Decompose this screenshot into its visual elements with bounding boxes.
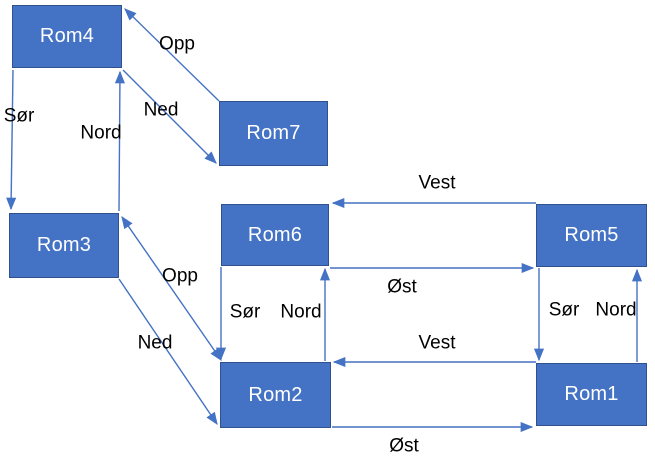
direction-label: Ned	[143, 99, 179, 121]
arrow-rom2-to-rom3	[121, 215, 222, 362]
room-label: Rom3	[36, 234, 92, 256]
room-box-rom7: Rom7	[219, 101, 328, 166]
direction-label: Øst	[387, 276, 417, 298]
room-label: Rom1	[564, 383, 619, 405]
direction-label: Opp	[162, 265, 198, 287]
room-box-rom5: Rom5	[536, 204, 647, 267]
arrow-rom3-to-rom2	[118, 278, 218, 426]
arrow-rom7-to-rom4	[124, 8, 220, 102]
arrow-rom3-to-rom4	[114, 70, 125, 212]
direction-label: Sør	[229, 301, 261, 323]
arrow-rom4-to-rom3	[6, 69, 17, 211]
direction-label: Ned	[137, 332, 173, 354]
direction-label: Vest	[418, 172, 456, 194]
direction-label: Sør	[3, 105, 35, 127]
room-box-rom2: Rom2	[220, 362, 331, 428]
direction-label: Nord	[595, 299, 637, 321]
room-box-rom1: Rom1	[536, 363, 647, 426]
direction-label: Opp	[159, 33, 195, 55]
arrow-lines	[6, 8, 643, 433]
direction-label: Sør	[548, 299, 580, 321]
room-label: Rom4	[39, 25, 95, 47]
room-label: Rom7	[246, 122, 301, 144]
direction-label: Nord	[280, 301, 322, 323]
direction-label: Vest	[418, 332, 456, 354]
direction-label: Nord	[80, 122, 122, 144]
room-box-rom3: Rom3	[9, 213, 119, 278]
arrow-rom4-to-rom7	[122, 69, 217, 164]
room-box-rom6: Rom6	[221, 204, 329, 266]
direction-label: Øst	[389, 435, 419, 457]
room-box-rom4: Rom4	[12, 5, 122, 68]
room-label: Rom6	[247, 223, 303, 246]
room-label: Rom2	[248, 383, 303, 406]
room-label: Rom5	[564, 224, 619, 246]
